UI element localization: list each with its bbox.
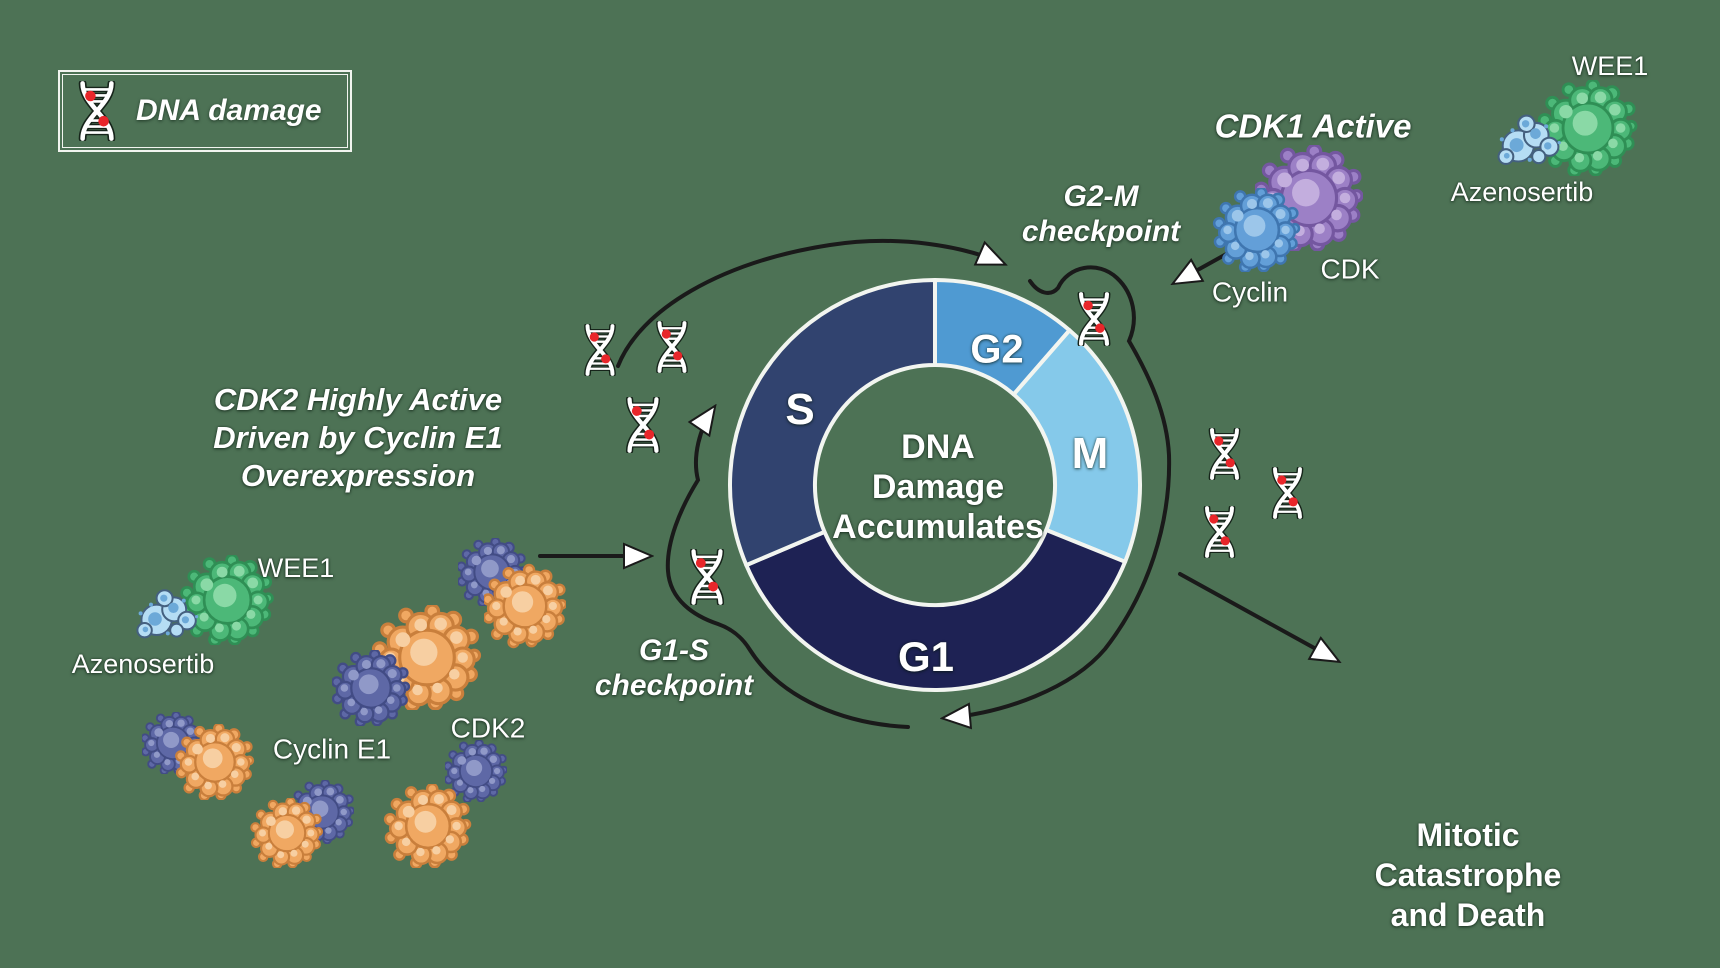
azenosertib-label-top: Azenosertib (1450, 177, 1594, 208)
g1s-checkpoint-label: G1-S checkpoint (594, 634, 754, 702)
azenosertib-label-left: Azenosertib (71, 649, 215, 680)
dna-damage-icon (660, 323, 685, 371)
dna-damage-icon-g1s (694, 551, 721, 603)
wee1-label-left: WEE1 (257, 553, 335, 584)
mitotic-catastrophe-arrow (1178, 572, 1336, 660)
wee1-label-top: WEE1 (1571, 51, 1649, 82)
legend-dna-icon (72, 81, 122, 141)
cycle-arc-left (665, 409, 910, 729)
cyclin-cdk-to-cycle-arrow (1176, 250, 1232, 282)
cell-cycle-arrow (616, 238, 1172, 729)
dna-damage-legend: DNA damage (58, 70, 352, 152)
phase-m-segment (1011, 328, 1143, 564)
dna-damage-icon (1212, 430, 1237, 478)
phase-g2-label: G2 (970, 327, 1024, 372)
legend-label: DNA damage (136, 94, 322, 127)
dna-damage-icon (1275, 469, 1300, 517)
mitotic-catastrophe-note: Mitotic Catastrophe and Death (1374, 817, 1562, 933)
phase-g1-label: G1 (897, 633, 955, 681)
phase-s-segment (728, 278, 937, 568)
cyclin-label: Cyclin (1211, 276, 1289, 308)
cycle-arc-top (616, 238, 1002, 368)
dna-damage-icon (1207, 508, 1232, 556)
cell-cycle-donut (728, 278, 1143, 692)
phase-m-label: M (1071, 429, 1109, 479)
phase-s-label: S (785, 385, 815, 435)
cycle-arc-right (946, 265, 1172, 718)
cyclin-e1-label: Cyclin E1 (272, 733, 392, 765)
wee1-protein-blob-top (1539, 80, 1636, 176)
dna-damage-icon (588, 326, 613, 374)
cdk1-active-note: CDK1 Active (1214, 107, 1412, 145)
g2m-checkpoint-label: G2-M checkpoint (1021, 180, 1181, 248)
cdk-label: CDK (1320, 253, 1380, 285)
cyclin-e1-protein-blob (385, 784, 470, 868)
cdk2-label: CDK2 (450, 712, 526, 744)
dna-damage-icon (630, 399, 657, 451)
phase-g1-segment (744, 528, 1128, 692)
dna-damage-accumulates-text: DNA Damage Accumulates (832, 428, 1044, 546)
cdk2-overexpression-note: CDK2 Highly Active Driven by Cyclin E1 O… (213, 382, 503, 493)
dna-damage-icon-g2m (1081, 294, 1107, 344)
